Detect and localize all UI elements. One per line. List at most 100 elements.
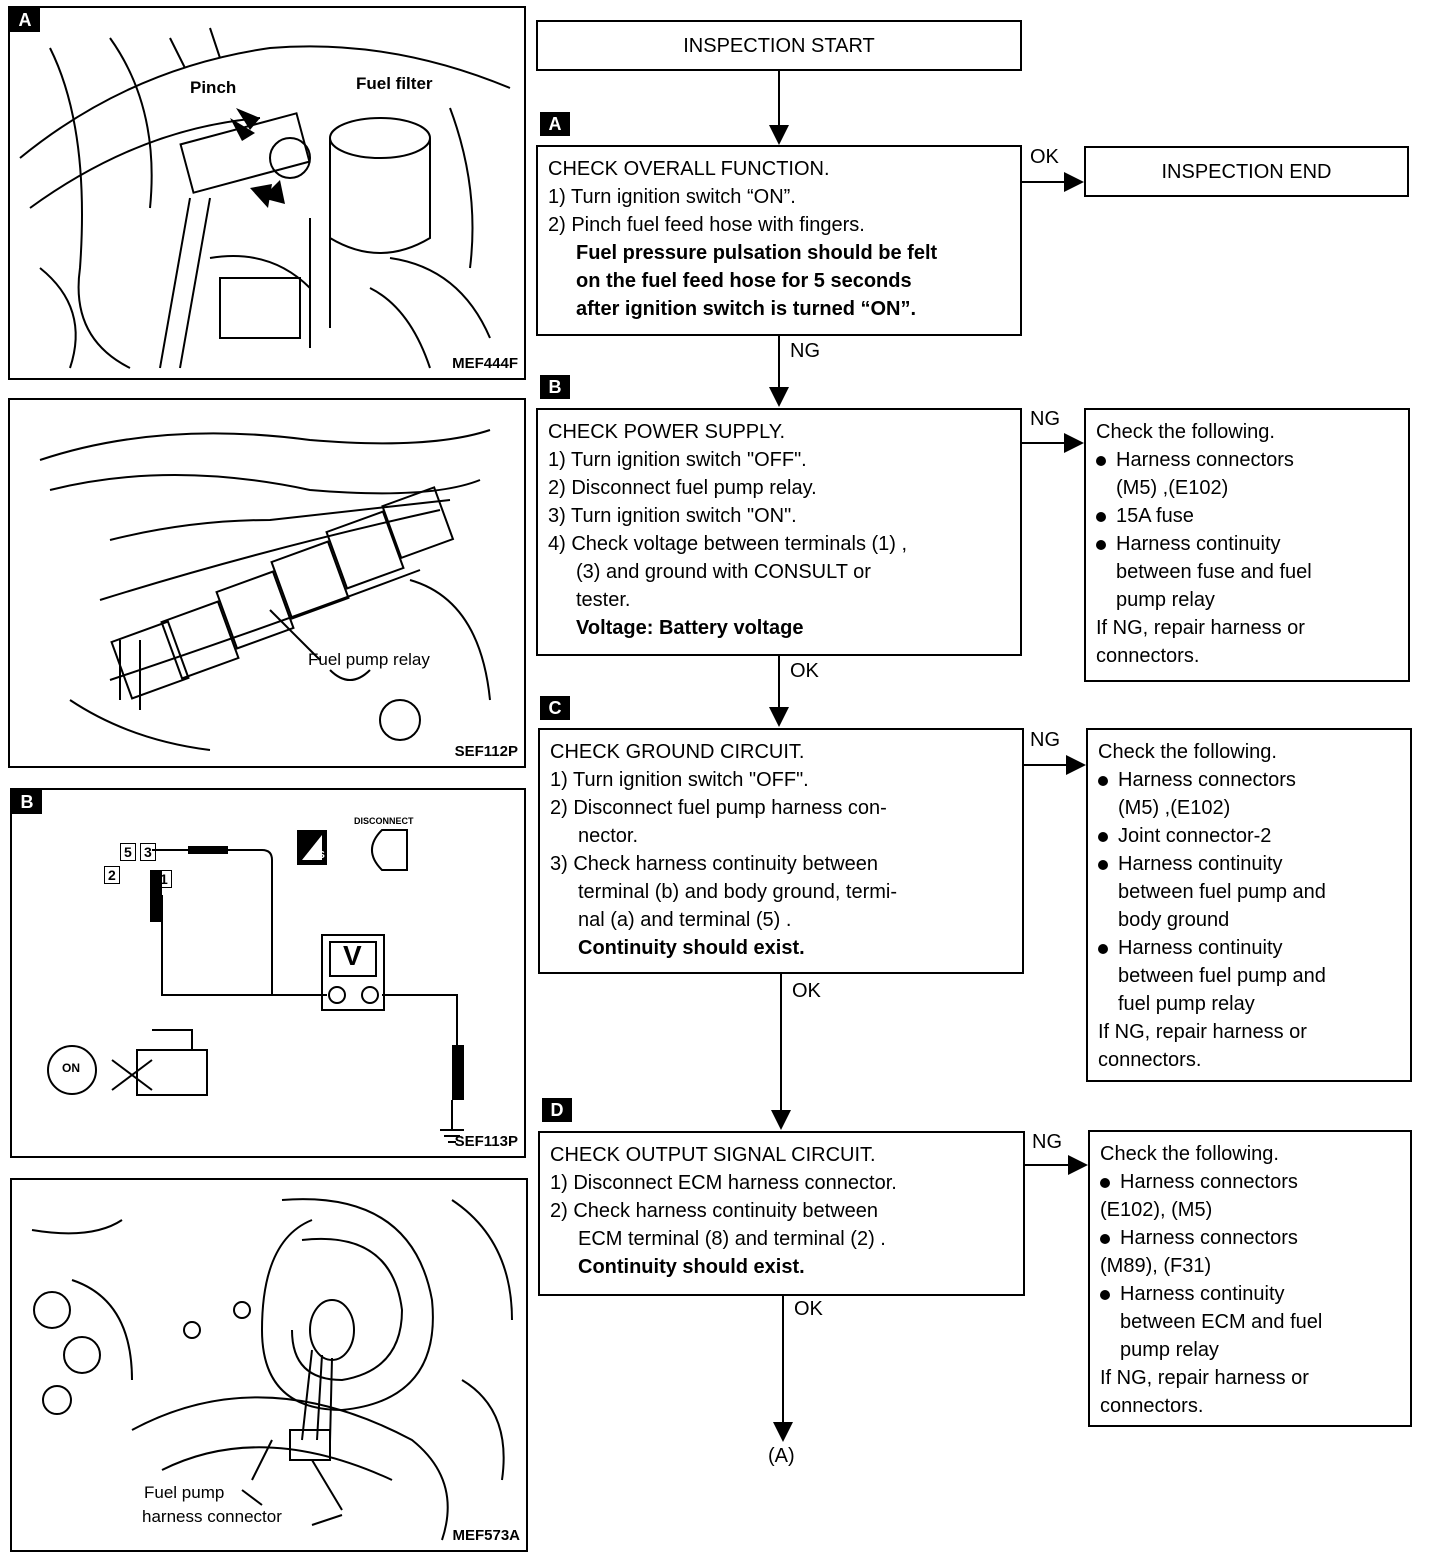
fuel-pump-relay-label: Fuel pump relay [308,650,430,669]
step-line: (3) and ground with CONSULT or [576,561,871,583]
step-title: CHECK OUTPUT SIGNAL CIRCUIT. [550,1144,876,1166]
check-item-text: 15A fuse [1116,505,1194,527]
check-footer: If NG, repair harness or [1096,617,1305,639]
check-item: Harness connectors [1096,446,1398,474]
ok-label: OK [790,660,819,682]
ok-label: OK [1030,146,1059,168]
step-line: 1) Turn ignition switch “ON”. [548,186,796,208]
inspection-start-box: INSPECTION START [536,20,1022,71]
step-title: CHECK POWER SUPPLY. [548,421,786,443]
terminal-5-label: 5 [120,843,136,861]
check-item-text: Harness connectors [1120,1171,1298,1193]
step-line: 1) Turn ignition switch "OFF". [548,449,807,471]
figure-code: SEF113P [454,1133,518,1150]
step-tag-c: C [540,696,570,720]
check-item-cont: between fuel pump and [1118,881,1326,903]
bullet-icon [1100,1177,1110,1188]
step-line: 1) Disconnect ECM harness connector. [550,1172,897,1194]
bullet-icon [1098,831,1108,842]
check-box-output-signal: Check the following. Harness connectors … [1088,1130,1412,1427]
check-item: Harness continuity [1096,530,1398,558]
check-item-cont: body ground [1118,909,1230,931]
check-item-cont: between fuse and fuel [1116,561,1312,583]
bullet-icon [1098,943,1108,954]
bullet-icon [1098,775,1108,786]
terminal-3-label: 3 [140,843,156,861]
step-box-ground-circuit: CHECK GROUND CIRCUIT. 1) Turn ignition s… [538,728,1024,974]
panel-id-badge: B [12,790,42,814]
harness-connector-drawing [31,1198,513,1541]
check-item-cont: (E102), (M5) [1100,1199,1213,1221]
step-line: 4) Check voltage between terminals (1) , [548,533,908,555]
check-item-text: Harness continuity [1116,533,1281,555]
check-item-text: Harness connectors [1116,449,1294,471]
ng-label: NG [1030,729,1060,751]
check-item-cont: (M5) ,(E102) [1116,477,1229,499]
step-tag-d: D [542,1098,572,1122]
step-line: 2) Pinch fuel feed hose with fingers. [548,214,865,236]
check-item-cont: pump relay [1120,1339,1219,1361]
ng-label: NG [1030,408,1060,430]
bullet-icon [1096,511,1106,522]
step-box-power-supply: CHECK POWER SUPPLY. 1) Turn ignition swi… [536,408,1022,656]
figure-code: MEF444F [452,355,518,372]
step-line: nal (a) and terminal (5) . [578,909,792,931]
step-title: CHECK GROUND CIRCUIT. [550,741,805,763]
check-item: Harness continuity [1098,850,1400,878]
check-item-text: Harness connectors [1118,769,1296,791]
step-title: CHECK OVERALL FUNCTION. [548,158,830,180]
pinch-label: Pinch [190,78,237,97]
step-criterion: Continuity should exist. [578,937,805,959]
figure-code: MEF573A [452,1527,520,1544]
step-line: 2) Check harness continuity between [550,1200,878,1222]
figure-fuel-filter: A Pinch Fuel filter MEF444F [8,6,526,380]
step-line: terminal (b) and body ground, termi- [578,881,898,903]
check-box-power-supply: Check the following. Harness connectors … [1084,408,1410,682]
bullet-icon [1100,1289,1110,1300]
figure-code: SEF112P [454,743,518,760]
check-item-text: Harness continuity [1120,1283,1285,1305]
voltmeter-symbol: V [343,940,362,971]
check-footer: If NG, repair harness or [1100,1367,1309,1389]
bullet-icon [1100,1233,1110,1244]
panel-id-badge: A [10,8,40,32]
check-item: Harness connectors [1098,766,1400,794]
check-item: Harness connectors [1100,1224,1400,1252]
relay-drawing [39,429,491,751]
terminal-1-label: 1 [156,870,172,888]
check-item: Harness continuity [1098,934,1400,962]
bullet-icon [1098,859,1108,870]
terminal-2-label: 2 [104,866,120,884]
check-item-cont: between ECM and fuel [1120,1311,1323,1333]
step-criterion: after ignition switch is turned “ON”. [576,298,917,320]
fuel-filter-drawing [19,27,511,369]
check-item-text: Harness continuity [1118,853,1283,875]
step-criterion: Continuity should exist. [578,1256,805,1278]
fuel-pump-label: Fuel pump [144,1483,225,1502]
fuel-filter-label: Fuel filter [356,74,433,93]
figure-fuel-pump-relay: Fuel pump relay SEF112P [8,398,526,768]
step-criterion: Fuel pressure pulsation should be felt [576,242,938,264]
ts-label: TS [312,850,325,861]
check-footer: connectors. [1100,1395,1204,1417]
bullet-icon [1096,455,1106,466]
step-tag-b: B [540,375,570,399]
step-line: 3) Turn ignition switch "ON". [548,505,797,527]
ok-label: OK [792,980,821,1002]
ng-label: NG [790,340,820,362]
figure-voltage-check: B 5 3 2 1 V DISCONNECT ON TS SEF113P [10,788,526,1158]
continue-ref: (A) [768,1445,795,1467]
step-line: 1) Turn ignition switch "OFF". [550,769,809,791]
figure-harness-connector: Fuel pump harness connector MEF573A [10,1178,528,1552]
check-item: Harness continuity [1100,1280,1400,1308]
check-item-cont: (M5) ,(E102) [1118,797,1231,819]
check-item-text: Harness connectors [1120,1227,1298,1249]
step-line: tester. [576,589,631,611]
step-criterion: on the fuel feed hose for 5 seconds [576,270,912,292]
disconnect-label: DISCONNECT [354,816,414,826]
step-line: nector. [578,825,639,847]
check-title: Check the following. [1100,1143,1279,1165]
check-footer: If NG, repair harness or [1098,1021,1307,1043]
step-line: 3) Check harness continuity between [550,853,878,875]
